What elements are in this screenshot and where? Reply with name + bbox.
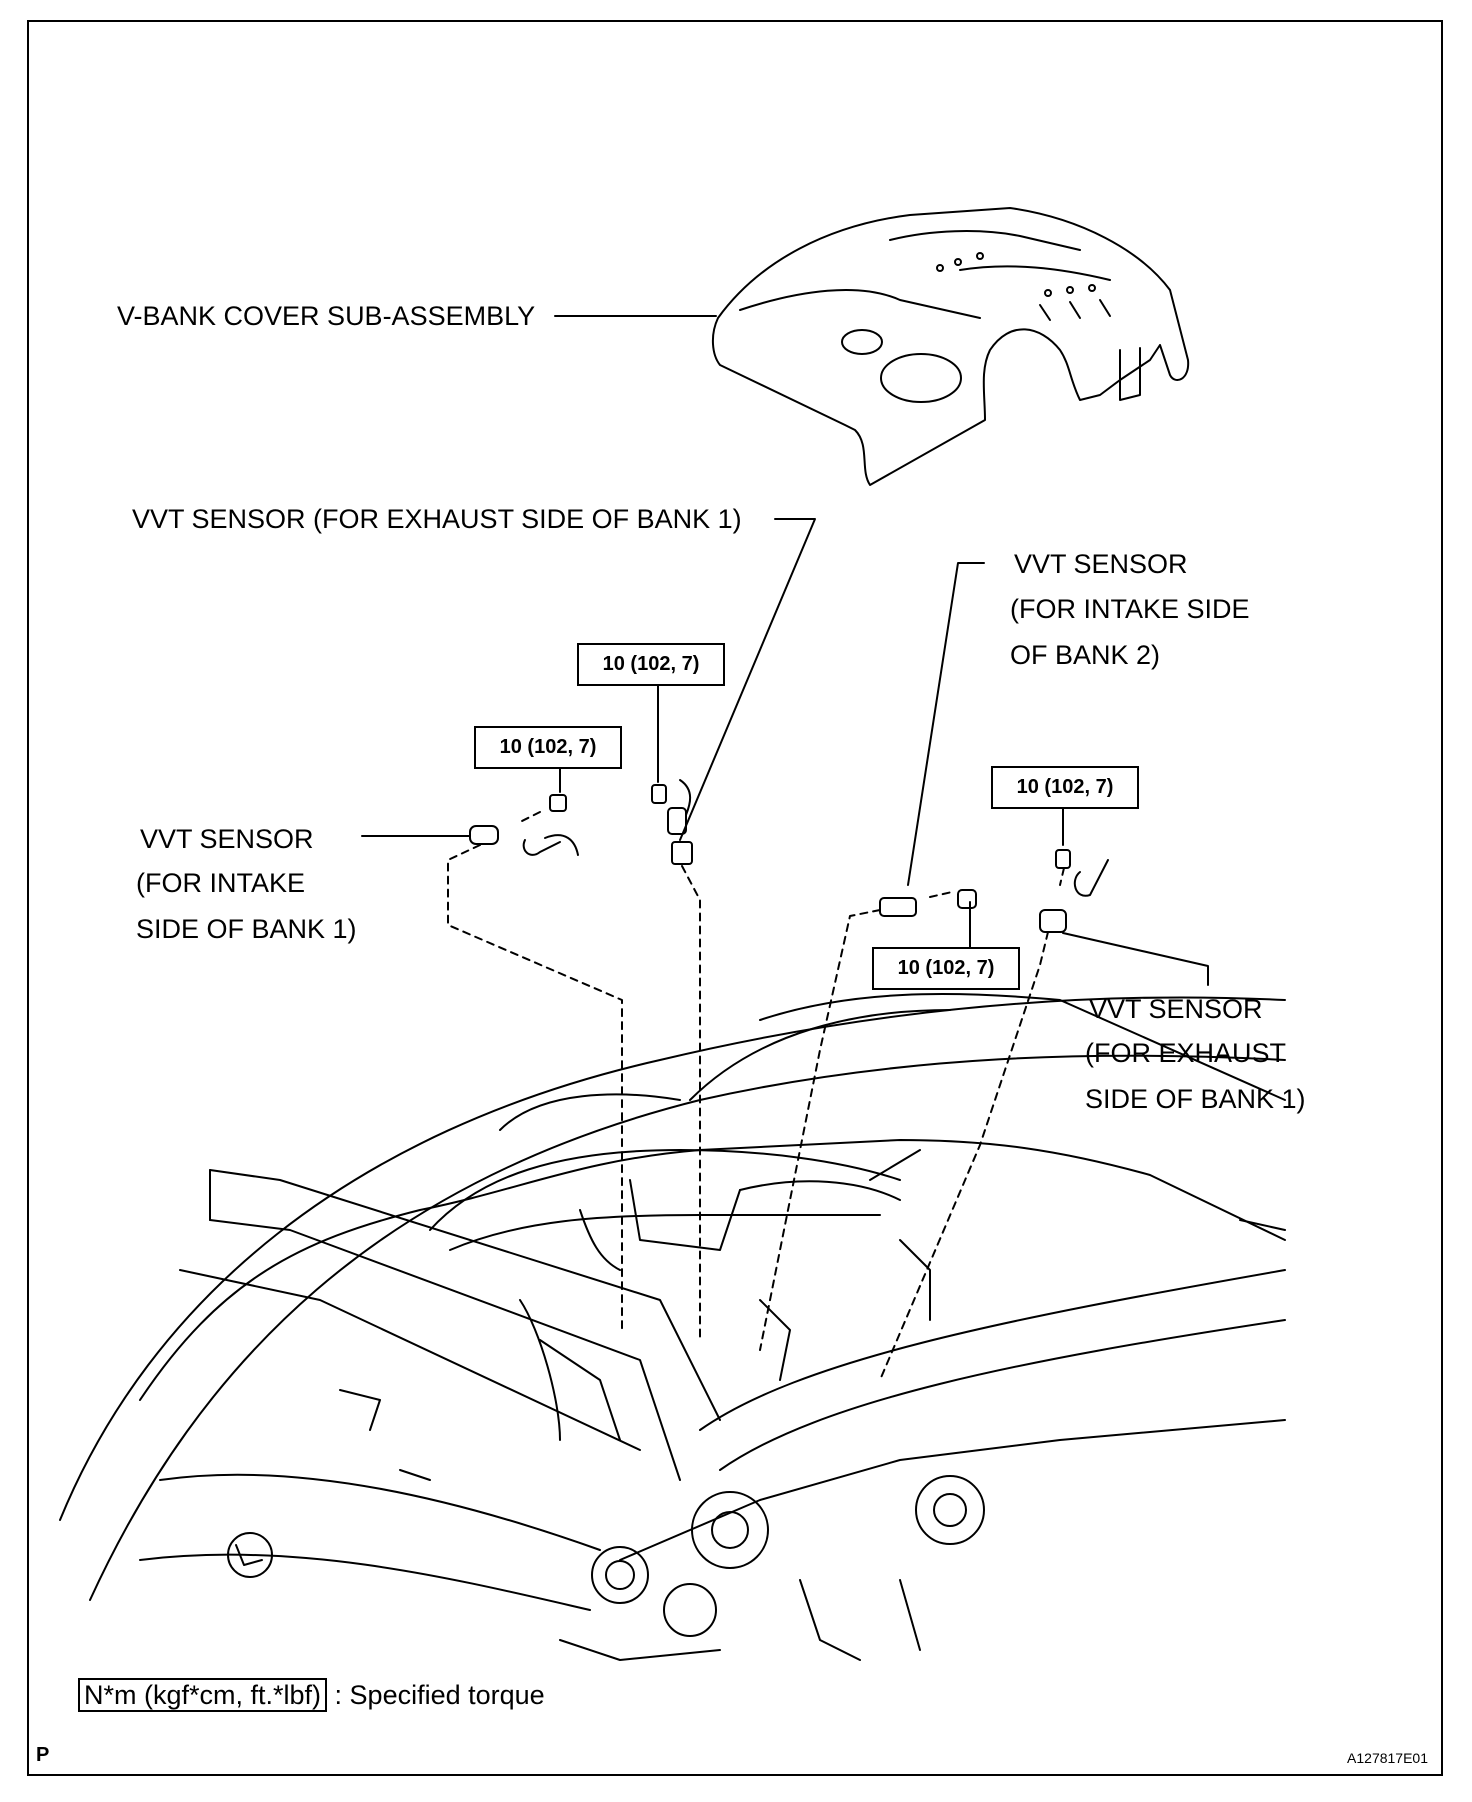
legend-unit-box: N*m (kgf*cm, ft.*lbf) [78, 1678, 328, 1712]
torque-legend: N*m (kgf*cm, ft.*lbf) : Specified torque [78, 1678, 545, 1712]
vbank-cover-drawing [712, 207, 1190, 486]
label-vvt-intake-bank2-line3: OF BANK 2) [1010, 640, 1161, 670]
engine-bay-drawing [59, 993, 1286, 1661]
diagram-frame [27, 20, 1443, 1776]
label-vvt-exhaust-bank1-right-line2: (FOR EXHAUST [1085, 1038, 1287, 1068]
corner-letter: P [36, 1744, 50, 1766]
torque-box: 10 (102, 7) [474, 726, 622, 769]
label-vvt-intake-bank1-line2: (FOR INTAKE [136, 868, 306, 898]
label-vvt-exhaust-bank1-top: VVT SENSOR (FOR EXHAUST SIDE OF BANK 1) [132, 504, 742, 534]
sensor-parts [469, 779, 1109, 933]
label-vvt-intake-bank2-line1: VVT SENSOR [1014, 549, 1188, 579]
torque-box: 10 (102, 7) [991, 766, 1139, 809]
label-vvt-intake-bank1-line3: SIDE OF BANK 1) [136, 914, 357, 944]
label-vvt-exhaust-bank1-right-line3: SIDE OF BANK 1) [1085, 1084, 1306, 1114]
torque-box: 10 (102, 7) [577, 643, 725, 686]
label-vvt-intake-bank1-line1: VVT SENSOR [140, 824, 314, 854]
legend-description: : Specified torque [334, 1680, 545, 1710]
label-vvt-intake-bank2-line2: (FOR INTAKE SIDE [1010, 594, 1250, 624]
label-vvt-exhaust-bank1-right-line1: VVT SENSOR [1089, 994, 1263, 1024]
torque-box: 10 (102, 7) [872, 947, 1020, 990]
figure-code: A127817E01 [1347, 1750, 1428, 1766]
dashed-lines [447, 811, 1065, 1381]
label-vbank-cover: V-BANK COVER SUB-ASSEMBLY [117, 301, 536, 331]
